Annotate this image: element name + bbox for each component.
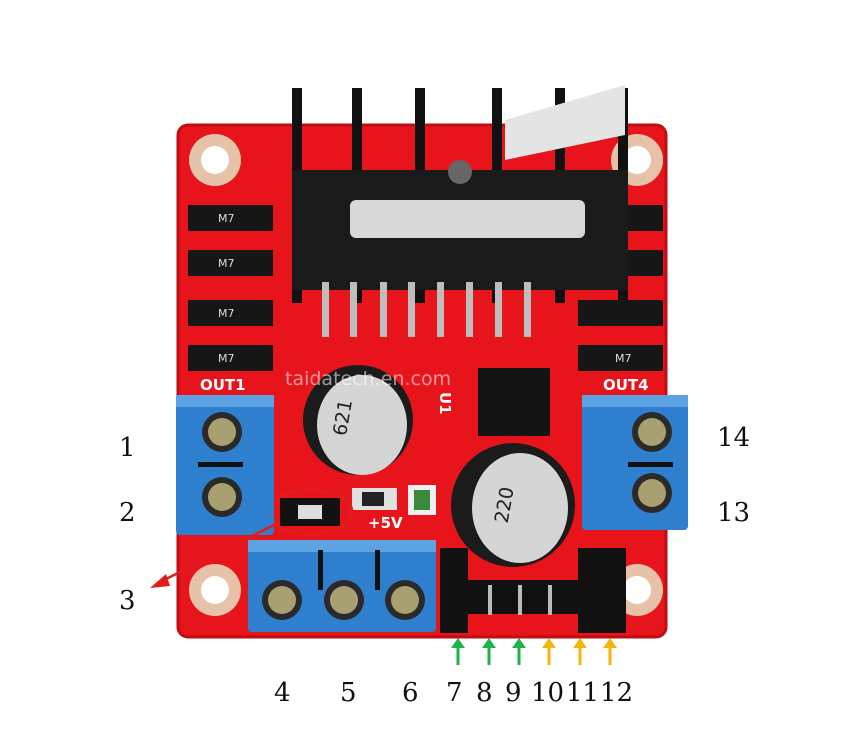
callout-7: 7 (446, 678, 463, 708)
arrow-12 (603, 638, 617, 665)
heatsink (292, 85, 628, 303)
arrow-9 (512, 638, 526, 665)
svg-text:M7: M7 (218, 307, 235, 320)
capacitor-2: 220 (451, 443, 575, 567)
voltage-regulator (478, 368, 550, 436)
red-arrow (150, 520, 281, 588)
terminal-out4 (582, 395, 688, 530)
label-out1: OUT1 (200, 376, 246, 394)
terminal-out1 (176, 395, 274, 535)
callout-8: 8 (476, 678, 493, 708)
callout-9: 9 (505, 678, 522, 708)
header-pins (440, 548, 626, 633)
arrow-10 (542, 638, 556, 665)
svg-text:M7: M7 (218, 352, 235, 365)
svg-text:M7: M7 (218, 212, 235, 225)
callout-14: 14 (717, 423, 751, 453)
label-out4: OUT4 (603, 376, 649, 394)
callout-13: 13 (717, 498, 751, 528)
arrow-11 (573, 638, 587, 665)
diodes-left: M7 M7 M7 M7 (188, 205, 273, 371)
callout-5: 5 (340, 678, 357, 708)
callout-4: 4 (274, 678, 291, 708)
callout-11: 11 (566, 678, 600, 708)
svg-text:M7: M7 (615, 352, 632, 365)
terminal-power (248, 540, 436, 632)
callout-2: 2 (119, 498, 136, 528)
ic-pins (322, 282, 531, 337)
diodes-right: M7 (578, 205, 663, 371)
callout-1: 1 (119, 433, 136, 463)
watermark: taidatech.en.com (285, 368, 451, 390)
label-5v: +5V (368, 514, 403, 532)
callout-3: 3 (119, 586, 136, 616)
arrow-7 (451, 638, 465, 665)
pin-arrows (451, 638, 617, 665)
callout-10: 10 (531, 678, 565, 708)
callout-6: 6 (402, 678, 419, 708)
label-u1: U1 (436, 392, 454, 415)
capacitor-1: 621 (303, 365, 413, 475)
callout-12: 12 (600, 678, 634, 708)
arrow-8 (482, 638, 496, 665)
svg-text:M7: M7 (218, 257, 235, 270)
